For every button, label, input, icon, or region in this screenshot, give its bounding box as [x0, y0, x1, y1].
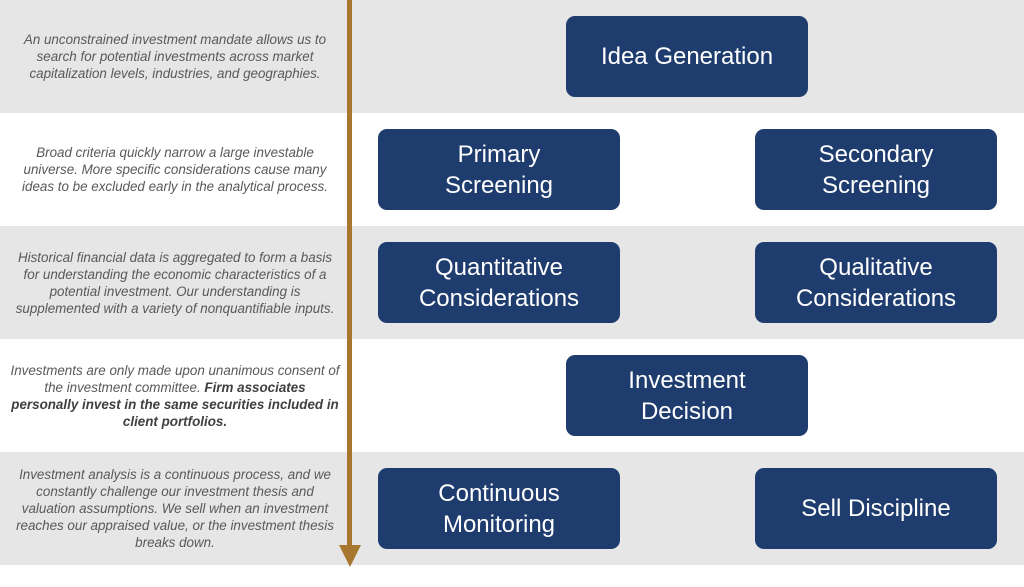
box-investment-decision: Investment Decision	[566, 355, 808, 436]
box-secondary-screening: Secondary Screening	[755, 129, 997, 210]
box-primary-screening: Primary Screening	[378, 129, 620, 210]
row-band-1	[0, 0, 1024, 113]
description-idea-generation: An unconstrained investment mandate allo…	[23, 32, 327, 81]
row-band-4	[0, 339, 1024, 452]
box-sell-discipline: Sell Discipline	[755, 468, 997, 549]
process-arrow-line	[347, 0, 352, 547]
description-monitoring: Investment analysis is a continuous proc…	[16, 467, 334, 550]
description-investment-decision: Investments are only made upon unanimous…	[10, 362, 340, 429]
process-arrow-head	[339, 545, 361, 567]
box-qualitative-considerations: Qualitative Considerations	[755, 242, 997, 323]
box-quantitative-considerations: Quantitative Considerations	[378, 242, 620, 323]
description-screening: Broad criteria quickly narrow a large in…	[22, 145, 328, 194]
description-bold: Firm associates personally invest in the…	[11, 379, 339, 429]
box-idea-generation: Idea Generation	[566, 16, 808, 97]
description-considerations: Historical financial data is aggregated …	[15, 249, 335, 316]
box-continuous-monitoring: Continuous Monitoring	[378, 468, 620, 549]
